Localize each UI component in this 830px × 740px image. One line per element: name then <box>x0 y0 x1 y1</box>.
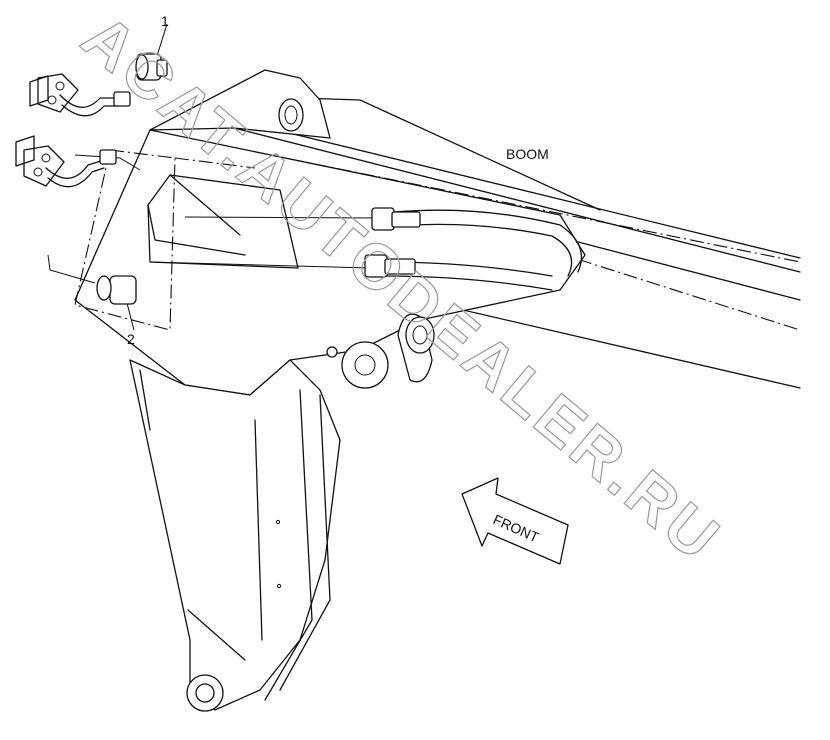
pipe-bracket-lower <box>15 135 117 188</box>
callout-1-label: 1 <box>161 13 169 29</box>
callout-2-label: 2 <box>127 331 135 347</box>
boom-label: BOOM <box>506 146 549 162</box>
fitting-part-1 <box>135 23 168 81</box>
boom-body <box>74 69 586 712</box>
front-arrow <box>461 477 569 565</box>
pipe-bracket-upper <box>29 73 131 117</box>
fitting-part-2 <box>96 275 137 331</box>
assembly-outline <box>74 149 176 331</box>
hydraulic-hoses <box>47 154 583 291</box>
hose-fitting-lower <box>364 254 416 278</box>
hose-fitting-upper <box>371 207 421 231</box>
